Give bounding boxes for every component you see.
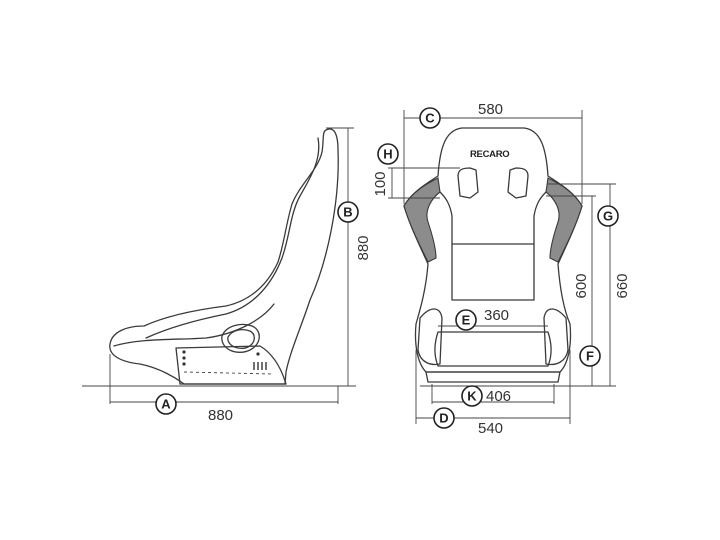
dim-a-label: A: [155, 393, 177, 415]
recaro-logo: RECARO: [470, 149, 509, 160]
dim-b-label: B: [337, 201, 359, 223]
dim-f-value: 600: [573, 273, 590, 298]
side-bracket-holes: [182, 350, 267, 370]
dim-c-label: C: [419, 107, 441, 129]
dim-h-label: H: [377, 143, 399, 165]
dim-h-value: 100: [372, 171, 389, 196]
dim-c-value: 580: [478, 101, 503, 118]
side-seat-shell: [109, 128, 339, 385]
front-cushion-left-wing: [417, 308, 443, 366]
dim-d-value: 540: [478, 420, 503, 437]
dim-a-value: 880: [208, 407, 233, 424]
svg-text:B: B: [343, 205, 352, 220]
svg-text:D: D: [439, 411, 448, 426]
dim-g-label: G: [597, 205, 619, 227]
front-left-bolster: [403, 177, 441, 263]
front-head-slot-right: [507, 167, 529, 199]
front-base-rail: [425, 371, 561, 383]
dim-d-label: D: [433, 407, 455, 429]
front-right-bolster: [545, 177, 583, 263]
side-mount-bracket: [175, 345, 287, 385]
dim-f-label: F: [579, 345, 601, 367]
front-cushion-right-wing: [543, 308, 569, 366]
side-cushion-edge: [113, 303, 275, 347]
svg-text:G: G: [603, 209, 613, 224]
svg-text:F: F: [586, 349, 594, 364]
dim-k-label: K: [461, 385, 483, 407]
front-view: RECARO 580 C 100 H 660 G: [372, 101, 631, 437]
dim-b-value: 880: [355, 235, 372, 260]
side-bracket-dashed: [183, 371, 273, 375]
svg-text:K: K: [467, 389, 477, 404]
dim-k-value: 406: [486, 388, 511, 405]
svg-text:A: A: [161, 397, 171, 412]
svg-text:E: E: [462, 313, 471, 328]
front-cushion: [434, 331, 552, 367]
side-view: 880 A 880 B: [82, 127, 372, 424]
side-back-inner-line: [145, 137, 320, 339]
dim-g-value: 660: [614, 273, 631, 298]
dim-e-value: 360: [484, 307, 509, 324]
front-back-inner: [439, 191, 547, 301]
side-belt-slot: [221, 323, 260, 353]
dim-e-label: E: [455, 309, 477, 331]
svg-text:C: C: [425, 111, 435, 126]
front-head-slot-left: [457, 167, 479, 199]
svg-text:H: H: [383, 147, 392, 162]
